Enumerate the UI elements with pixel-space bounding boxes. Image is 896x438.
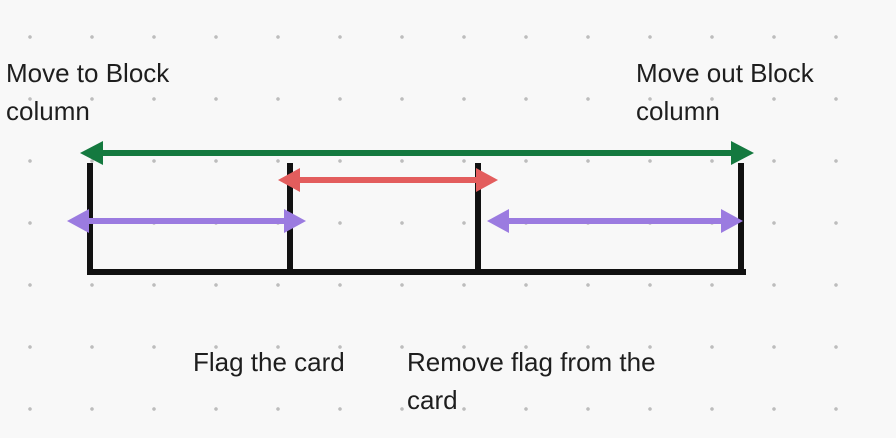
label-remove-flag: Remove flag from the card [407,347,656,415]
left-phase-arrow [67,209,306,233]
flag-period-arrow [278,168,498,192]
label-move-to-block: Move to Block column [6,58,170,126]
block-column-arrow [80,141,754,165]
label-move-out-block: Move out Block column [636,58,814,126]
right-phase-arrow [487,209,743,233]
label-flag-card: Flag the card [193,347,345,377]
